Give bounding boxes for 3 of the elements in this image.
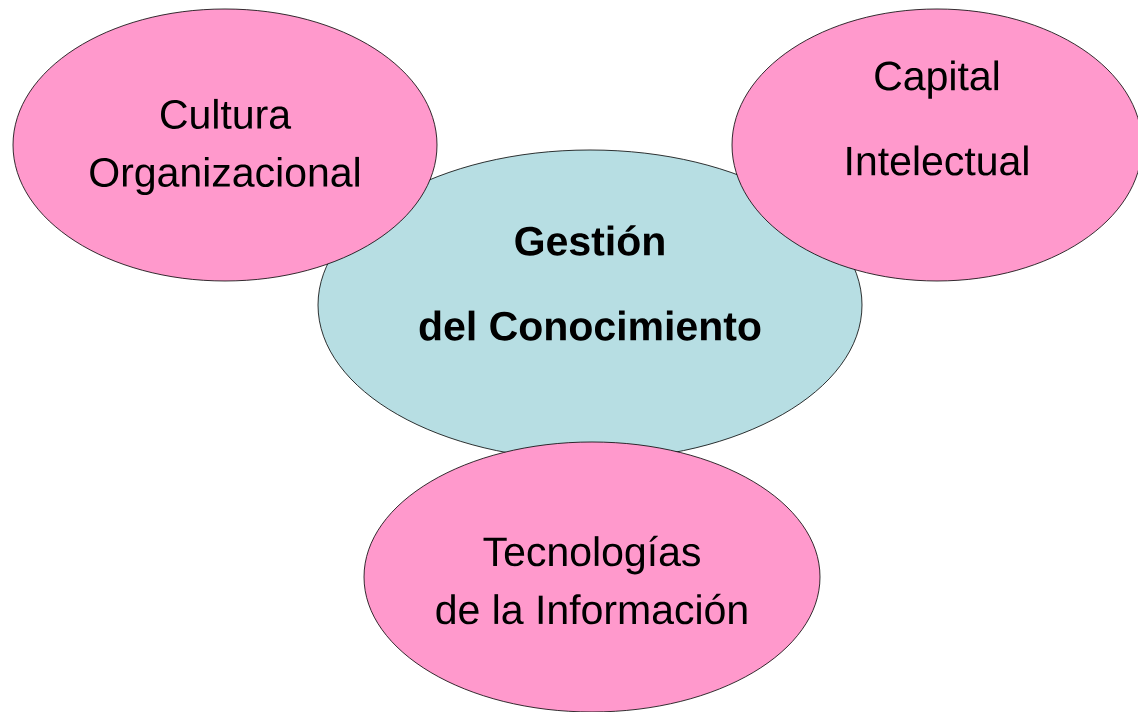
ellipse-node: Capital Intelectual <box>731 8 1138 282</box>
ellipse-node: Cultura Organizacional <box>12 8 438 282</box>
ellipse-node: Tecnologías de la Información <box>363 441 821 712</box>
